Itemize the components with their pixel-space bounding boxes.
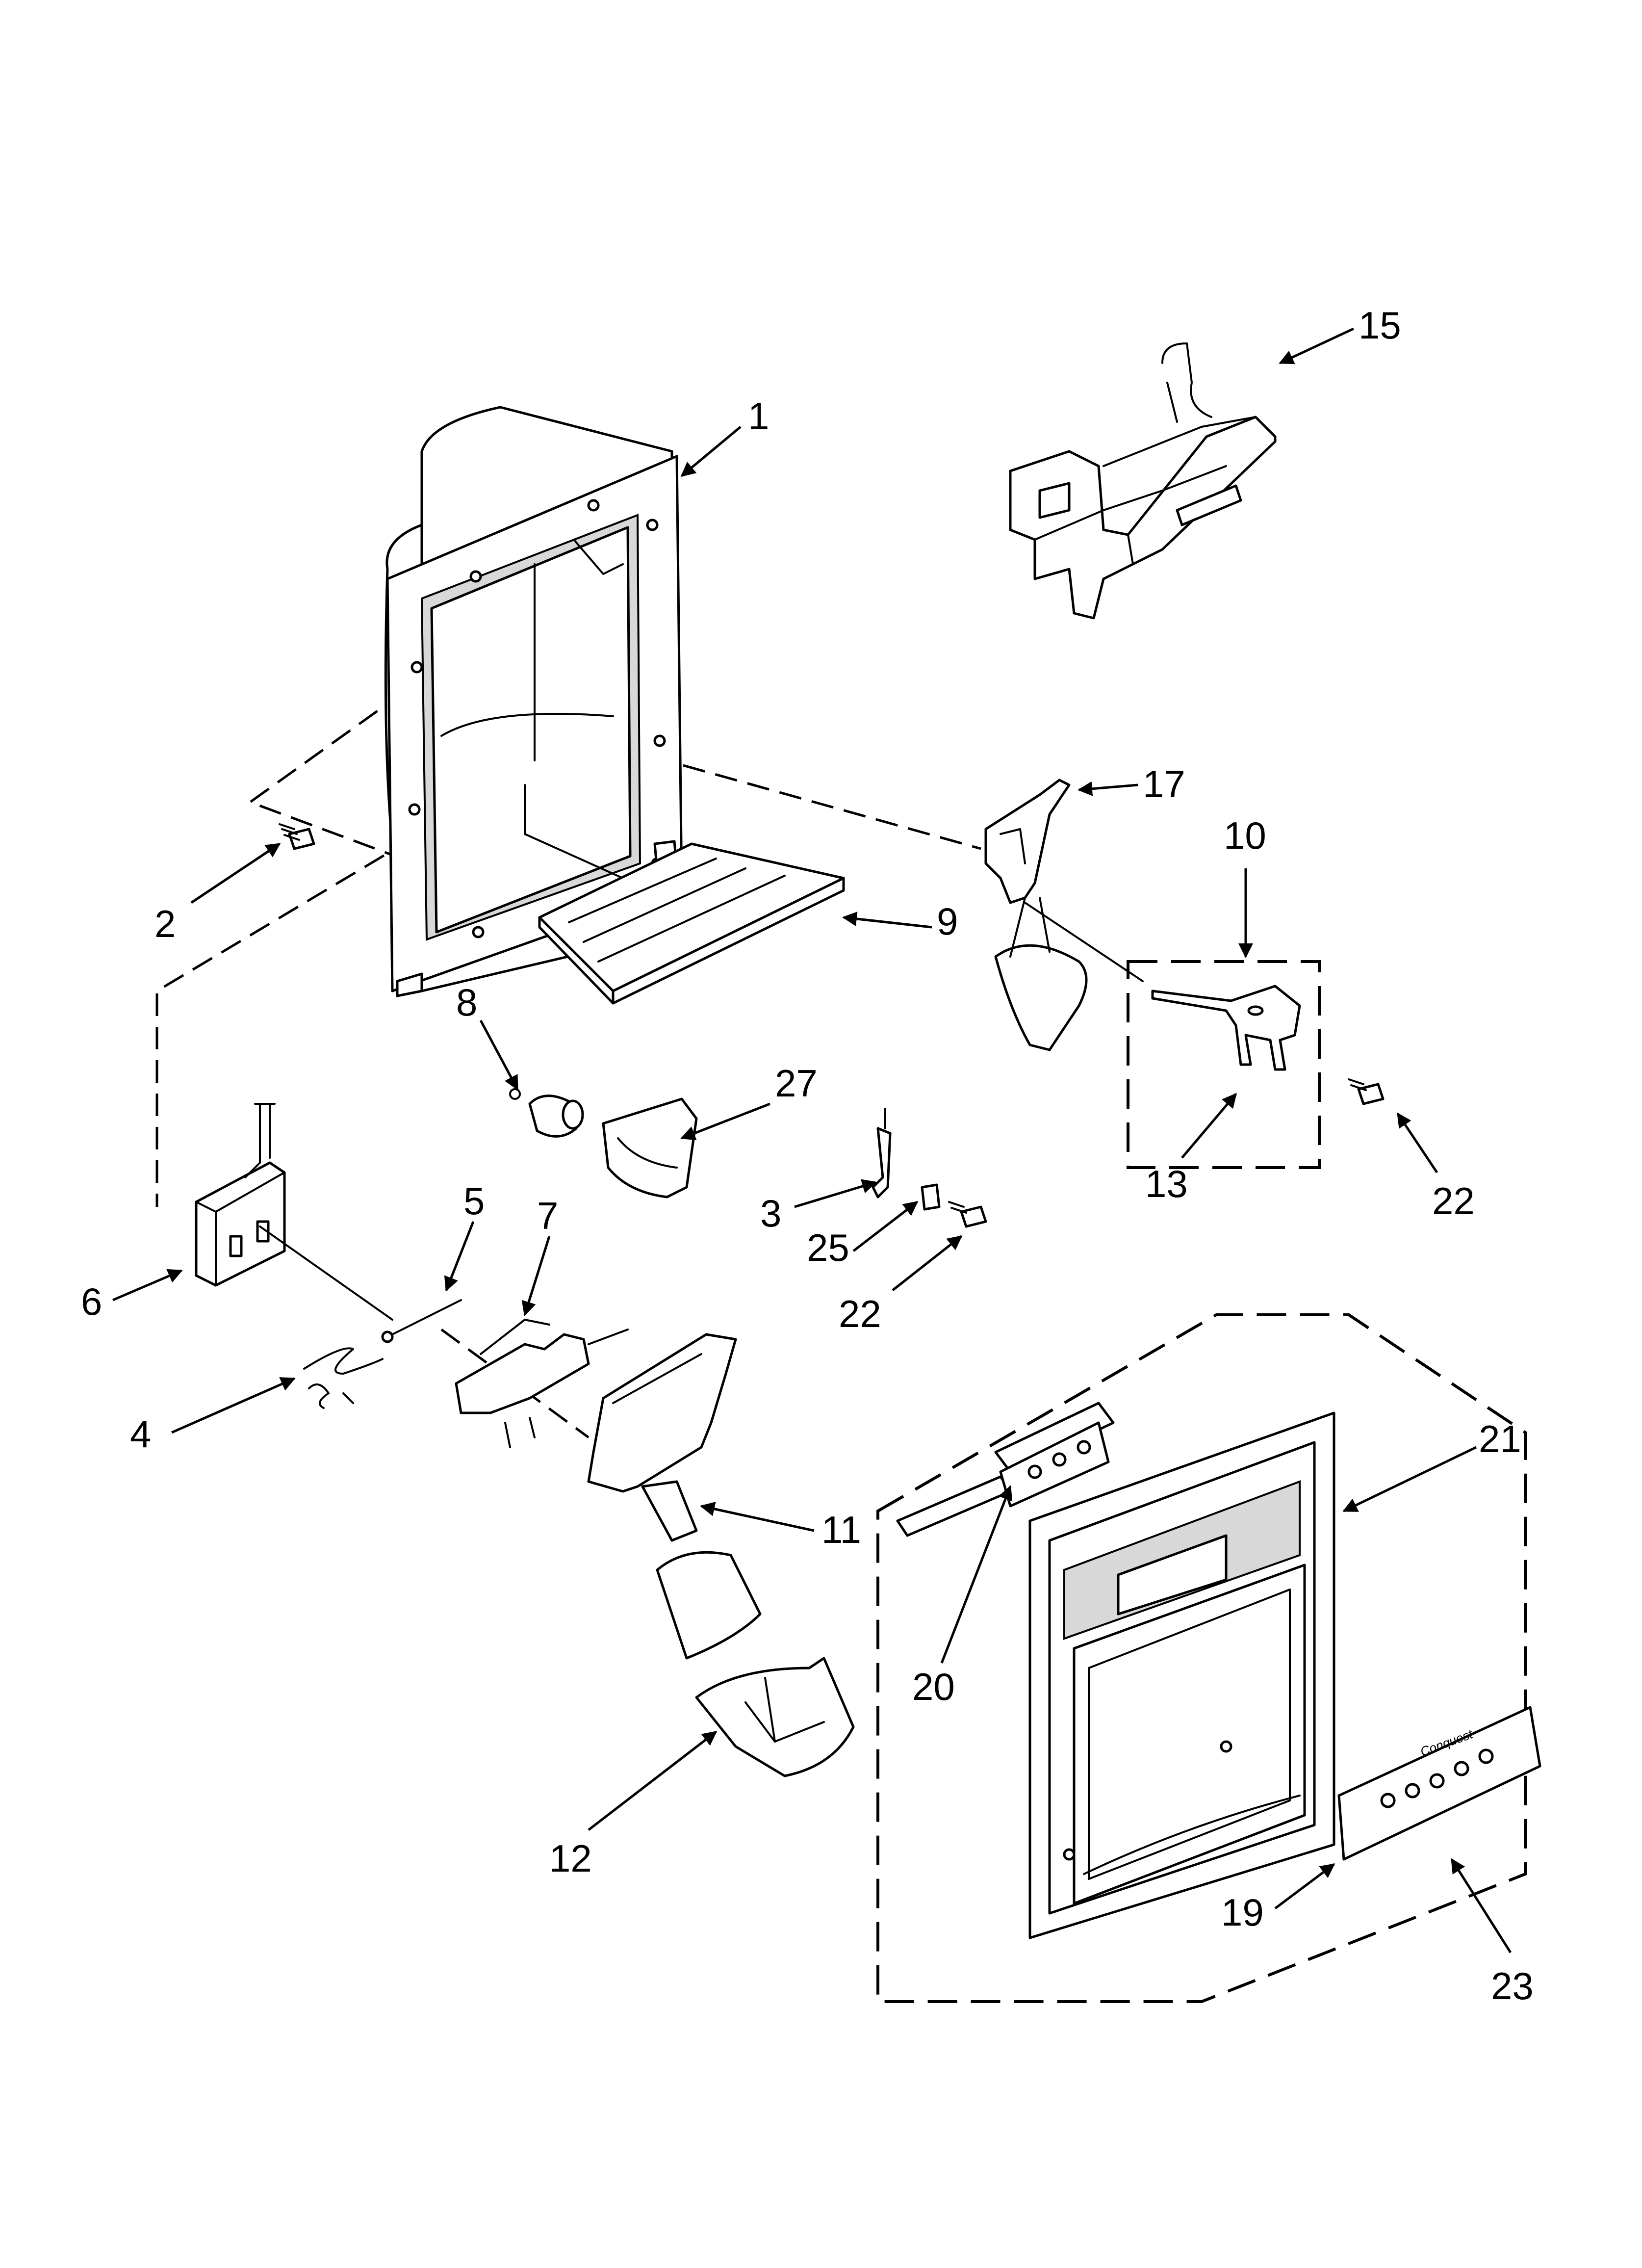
screw-22-right (1348, 1078, 1385, 1105)
part-7-lever (455, 1319, 629, 1448)
callout-22-center: 22 (839, 1292, 881, 1335)
part-8-motor (509, 1088, 584, 1138)
screw-2 (279, 823, 315, 850)
callout-8: 8 (456, 981, 477, 1024)
callout-25: 25 (807, 1226, 849, 1269)
callout-10: 10 (1224, 814, 1266, 857)
leader-lines (112, 327, 1512, 1954)
part-10-group (1127, 960, 1321, 1169)
part-6-solenoid (195, 1103, 393, 1321)
part-12-chute (695, 1657, 855, 1777)
callout-2: 2 (154, 902, 176, 945)
callout-11: 11 (821, 1508, 861, 1551)
callout-17: 17 (1143, 762, 1185, 806)
part-20-switch-panel (896, 1402, 1115, 1537)
part-15-control-board (1009, 342, 1277, 620)
part-25-clip (921, 1183, 941, 1211)
part-5-pin (381, 1299, 462, 1343)
screw-22-center (948, 1201, 987, 1228)
part-9-tray (538, 842, 845, 1005)
callout-15: 15 (1359, 304, 1401, 347)
callout-1: 1 (748, 394, 769, 438)
callout-27: 27 (775, 1062, 818, 1105)
callout-19: 19 (1221, 1891, 1264, 1934)
part-11-paddle (587, 1333, 762, 1660)
callout-3: 3 (760, 1192, 781, 1235)
callout-13: 13 (1145, 1162, 1188, 1205)
callout-7: 7 (537, 1194, 558, 1237)
callout-9: 9 (937, 900, 958, 943)
callout-5: 5 (463, 1179, 485, 1223)
callout-12: 12 (549, 1837, 592, 1880)
callout-6: 6 (81, 1280, 102, 1323)
part-1-housing (384, 406, 683, 997)
callout-20: 20 (912, 1665, 955, 1708)
part-27-cover (602, 1097, 698, 1199)
callout-22-right: 22 (1432, 1179, 1475, 1223)
callout-4: 4 (130, 1412, 151, 1456)
part-19-label-panel: Conquest (1337, 1706, 1541, 1861)
callout-21: 21 (1479, 1417, 1521, 1460)
part-17-actuator (984, 779, 1144, 1051)
callout-labels: 1 2 3 4 5 6 7 8 9 10 11 12 13 15 17 19 2… (81, 304, 1534, 2007)
part-3-switch (872, 1108, 892, 1199)
callout-23: 23 (1491, 1964, 1534, 2007)
part-21-facade (1028, 1411, 1335, 1939)
part-23-group-outline (876, 1313, 1527, 2003)
part-4-spring (303, 1347, 384, 1409)
